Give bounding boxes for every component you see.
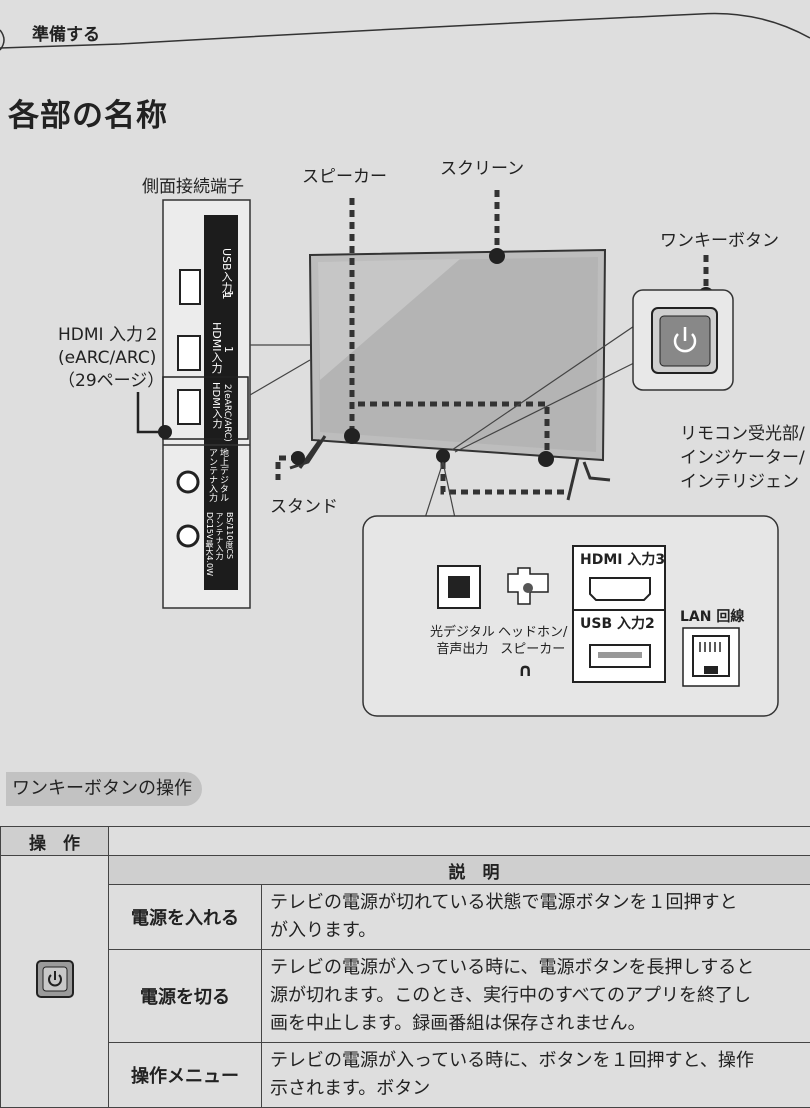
side-antenna1-label: 地上デジタルアンテナ入力 [206, 448, 228, 502]
col-op-header: 操 作 [1, 827, 109, 856]
callout-hdmi2: HDMI 入力２ (eARC/ARC) （29ページ） [58, 324, 164, 393]
col-desc-header: 説 明 [109, 856, 810, 885]
hdmi3-port [590, 578, 650, 600]
usb2-label: USB 入力2 [580, 613, 655, 633]
one-key-cell [1, 856, 109, 1108]
optical-label: 光デジタル音声出力 [430, 624, 495, 658]
section-heading: ワンキーボタンの操作 [6, 772, 202, 806]
callout-speaker: スピーカー [302, 162, 387, 187]
desc-power-on: テレビの電源が切れている状態で電源ボタンを１回押すとが入ります。 [262, 885, 810, 950]
callout-stand: スタンド [270, 492, 338, 517]
desc-menu: テレビの電源が入っている時に、ボタンを１回押すと、操作示されます。ボタン [262, 1043, 810, 1108]
hdmi1-port [178, 336, 200, 370]
lan-label: LAN 回線 [680, 606, 744, 626]
side-hdmi2-sub: 2(eARC/ARC) [222, 384, 232, 442]
hdmi2-port [178, 390, 200, 424]
antenna2-port [178, 526, 198, 546]
callout-side-terminals: 側面接続端子 [142, 172, 244, 197]
op-power-on: 電源を入れる [109, 885, 262, 950]
usb1-port [180, 270, 200, 304]
desc-power-off: テレビの電源が入っている時に、電源ボタンを長押しすると源が切れます。このとき、実… [262, 950, 810, 1043]
op-power-off: 電源を切る [109, 950, 262, 1043]
callout-remote-sensor: リモコン受光部/ インジケーター/ インテリジェン [680, 422, 805, 494]
header-spacer [109, 827, 810, 856]
headphone-label: ヘッドホン/スピーカー [498, 624, 567, 658]
callout-screen: スクリーン [440, 154, 524, 179]
hdmi3-label: HDMI 入力3 [580, 549, 665, 569]
power-button-icon [35, 959, 75, 999]
headphone-icon: ∩ [518, 660, 533, 681]
operations-table: 操 作 説 明 電源を入れる テレビの電源が切れている状態で電源ボタンを１回押す… [0, 826, 810, 1108]
side-hdmi-num: 1 [222, 346, 235, 353]
side-hdmi2-label: HDMI入力 [208, 382, 223, 429]
antenna1-port [178, 472, 198, 492]
callout-one-key-button: ワンキーボタン [660, 226, 779, 251]
op-menu: 操作メニュー [109, 1043, 262, 1108]
side-usb-num: 1 [222, 290, 235, 297]
